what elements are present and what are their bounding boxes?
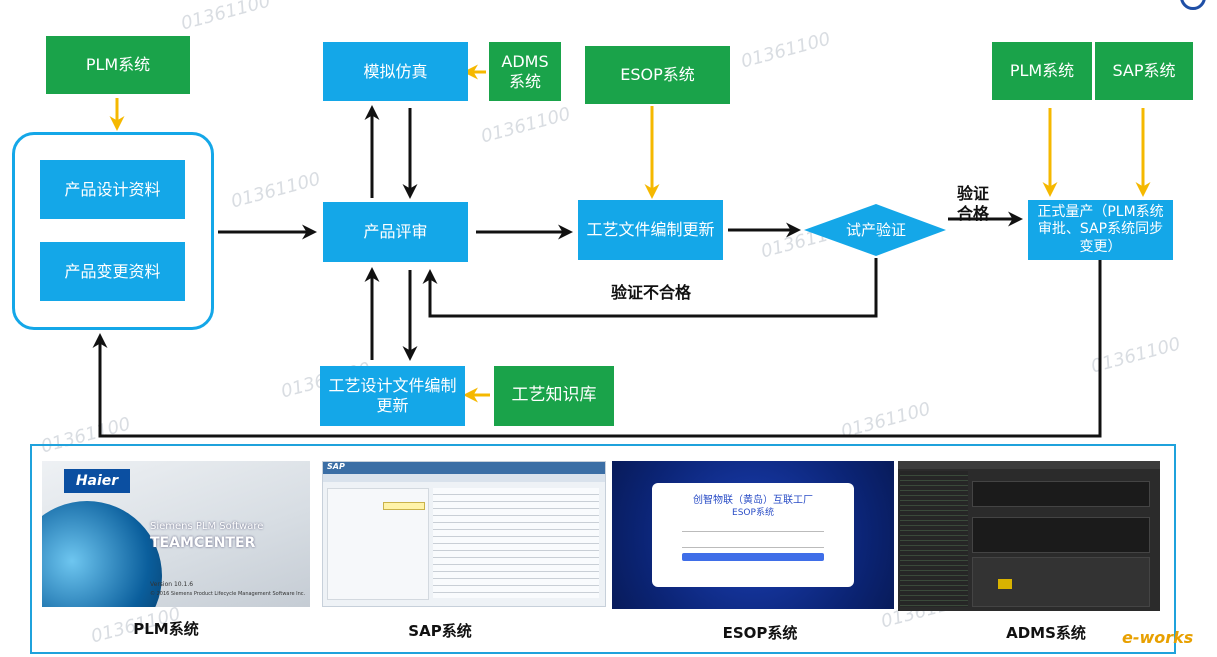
globe-graphic: [42, 501, 162, 607]
process-design-node: 工艺设计文件编制更新: [320, 366, 465, 426]
sap-header: SAP: [323, 462, 605, 474]
adms-tree-panel: [900, 471, 968, 607]
knowledge-base-node: 工艺知识库: [494, 366, 614, 426]
trial-diamond: [804, 204, 946, 256]
adms-system-node: ADMS 系统: [489, 42, 561, 101]
fail-label: 验证不合格: [610, 283, 691, 302]
vendor-text: Siemens PLM Software: [150, 521, 264, 532]
sap-input-highlight: [383, 502, 425, 510]
plm-system-right-node: PLM系统: [992, 42, 1092, 100]
eworks-logo: e-works: [1122, 628, 1194, 647]
esop-system-node: ESOP系统: [585, 46, 730, 104]
esop-username-field[interactable]: [682, 525, 824, 532]
plm-system-node: PLM系统: [46, 36, 190, 94]
mass-production-node: 正式量产（PLM系统审批、SAP系统同步变更）: [1028, 200, 1173, 260]
pass-label: 验证 合格: [956, 184, 989, 223]
trial-node: 试产验证: [845, 220, 906, 239]
product-text: TEAMCENTER: [150, 535, 256, 551]
sap-logo: SAP: [327, 462, 345, 471]
adms-highlight: [998, 579, 1012, 589]
haier-logo: Haier: [64, 469, 130, 493]
adms-query-panel: [972, 481, 1150, 507]
adms-title-bar: [898, 461, 1160, 469]
esop-login-card: 创智物联（黄岛）互联工厂 ESOP系统: [652, 483, 854, 587]
arrow-mass-feedback: [92, 260, 1102, 438]
product-design-node: 产品设计资料: [40, 160, 185, 219]
adms-match-panel: [972, 517, 1150, 553]
product-data-container: [12, 132, 214, 330]
product-change-node: 产品变更资料: [40, 242, 185, 301]
caption-plm: PLM系统: [133, 620, 199, 638]
version-text: Version 10.1.6: [150, 581, 194, 588]
esop-login-button[interactable]: [682, 553, 824, 561]
copyright-text: © 2016 Siemens Product Lifecycle Managem…: [150, 591, 306, 597]
esop-password-field[interactable]: [682, 541, 824, 548]
process-doc-node: 工艺文件编制更新: [578, 200, 723, 260]
esop-screenshot: 创智物联（黄岛）互联工厂 ESOP系统: [612, 461, 894, 609]
teamcenter-screenshot: Haier Siemens PLM Software TEAMCENTER Ve…: [42, 461, 310, 607]
sap-toolbar: [323, 474, 605, 482]
adms-screenshot: [898, 461, 1160, 611]
esop-subtitle: ESOP系统: [732, 508, 774, 518]
simulation-node: 模拟仿真: [323, 42, 468, 101]
arrow-fail-feedback: [422, 258, 878, 318]
caption-esop: ESOP系统: [722, 624, 798, 642]
caption-sap: SAP系统: [408, 622, 472, 640]
sap-system-right-node: SAP系统: [1095, 42, 1193, 100]
systems-panel: [30, 444, 1176, 654]
sap-text-area: [433, 488, 599, 598]
esop-title: 创智物联（黄岛）互联工厂: [693, 495, 813, 506]
product-review-node: 产品评审: [323, 202, 468, 262]
sap-screenshot: SAP: [322, 461, 606, 607]
caption-adms: ADMS系统: [1006, 624, 1086, 642]
